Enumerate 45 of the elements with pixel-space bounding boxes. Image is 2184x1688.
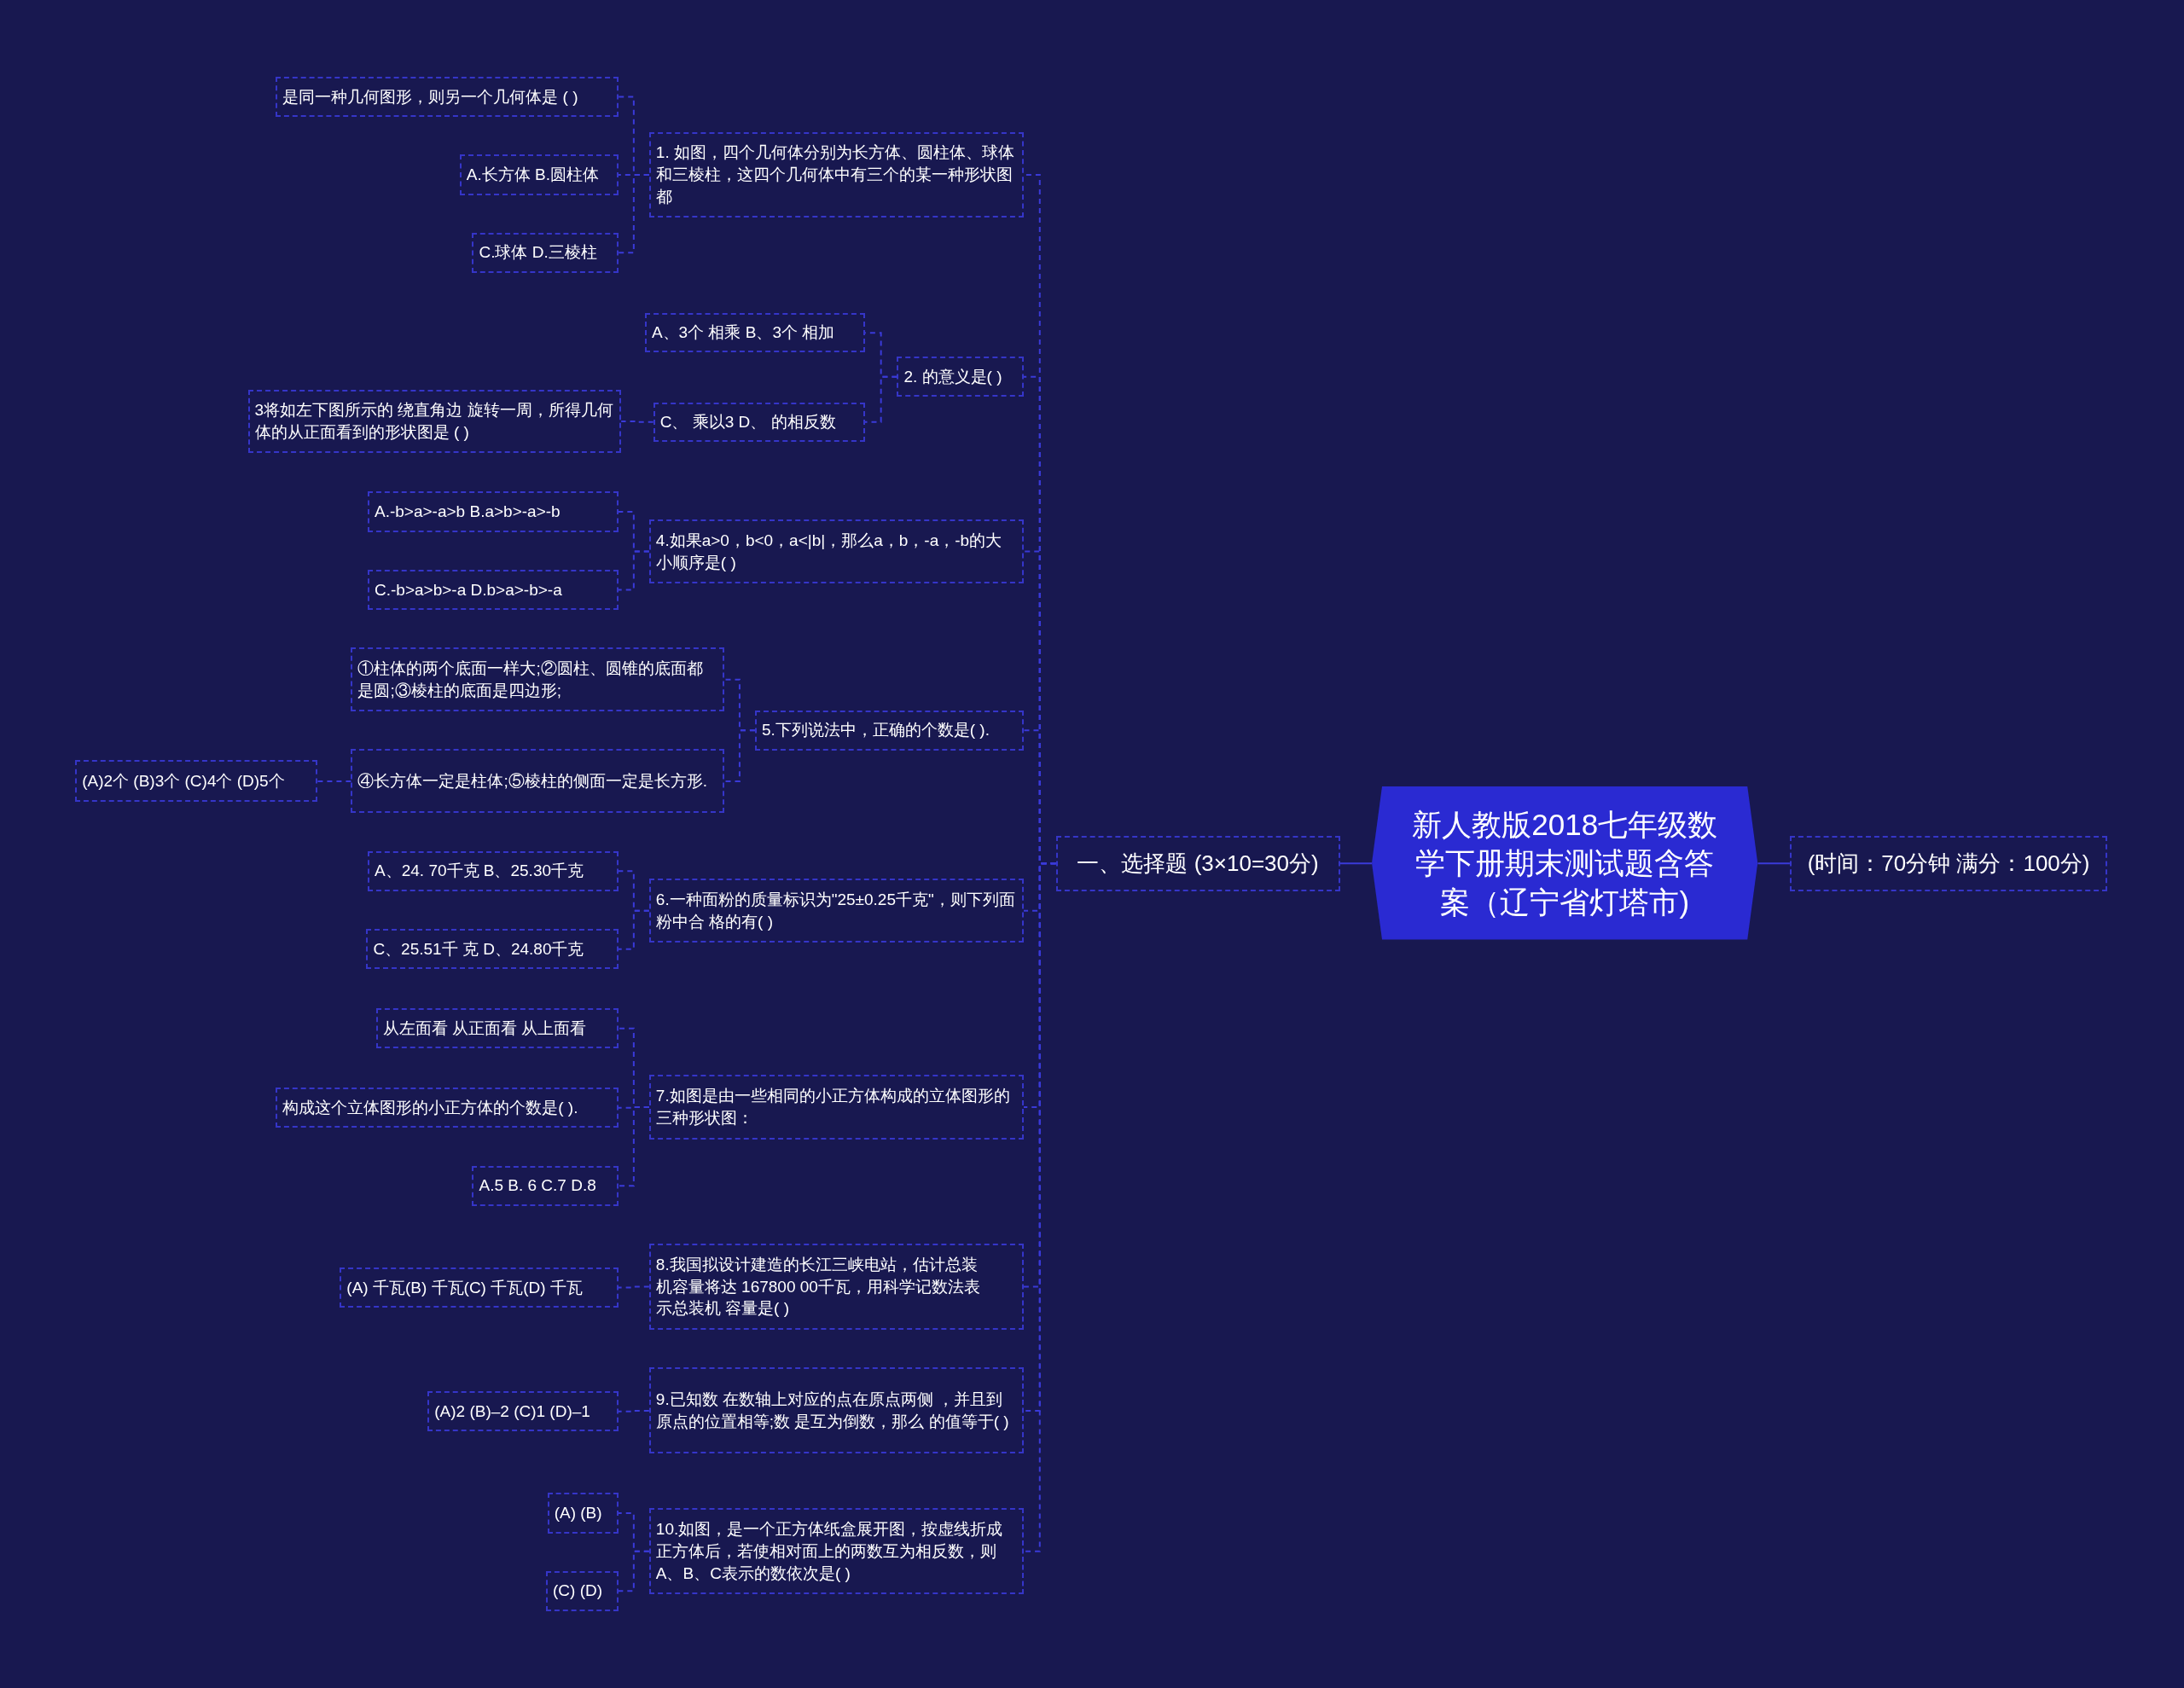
question-box: A.5 B. 6 C.7 D.8	[472, 1165, 619, 1206]
question-box: A.-b>a>-a>b B.a>b>-a>-b	[368, 491, 619, 532]
question-box: A、3个 相乘 B、3个 相加	[644, 313, 865, 353]
connector-line	[863, 375, 898, 423]
question-box: 5.下列说法中，正确的个数是( ).	[754, 710, 1024, 751]
question-box: 9.已知数 在数轴上对应的点在原点两侧 ，并且到原点的位置相等;数 是互为倒数，那么 的值等于( )	[648, 1367, 1024, 1454]
question-box: A、24. 70千克 B、25.30千克	[368, 850, 619, 891]
connector-line	[1023, 862, 1057, 1552]
connector-line	[723, 729, 756, 782]
question-box: C、 乘以3 D、 的相反数	[653, 402, 865, 442]
question-box: 3将如左下图所示的 绕直角边 旋转一周，所得几何体的从正面看到的形状图是 ( )	[247, 390, 622, 453]
connector-line	[617, 1285, 650, 1289]
question-box: 是同一种几何图形，则另一个几何体是 ( )	[276, 76, 619, 118]
question-box: 2. 的意义是( )	[897, 356, 1024, 397]
question-box: 10.如图，是一个正方体纸盒展开图，按虚线折成正方体后，若使相对面上的两数互为相反数，则A、B、C表示的数依次是( )	[648, 1508, 1024, 1595]
connector-line	[317, 780, 352, 782]
question-box: (A)2个 (B)3个 (C)4个 (D)5个	[75, 760, 318, 803]
question-box: ①柱体的两个底面一样大;②圆柱、圆锥的底面都是圆;③棱柱的底面是四边形;	[351, 647, 724, 712]
connector-line	[617, 909, 650, 950]
connector-line	[617, 550, 650, 591]
connector-line	[1339, 862, 1374, 865]
topic-box: 一、选择题 (3×10=30分)	[1055, 835, 1340, 891]
connector-line	[617, 1105, 650, 1187]
question-box: (A)2 (B)–2 (C)1 (D)–1	[427, 1391, 619, 1432]
question-box: 4.如果a>0，b<0，a<|b|，那么a，b，-a，-b的大小顺序是( )	[648, 519, 1024, 584]
connector-line	[1757, 862, 1791, 865]
question-box: 构成这个立体图形的小正方体的个数是( ).	[276, 1088, 619, 1128]
question-box: ④长方体一定是柱体;⑤棱柱的侧面一定是长方形.	[351, 749, 724, 814]
question-box: C.球体 D.三棱柱	[472, 232, 619, 273]
connector-line	[617, 1409, 650, 1412]
question-box: (A) (B)	[547, 1493, 619, 1534]
connector-line	[617, 1550, 650, 1592]
question-box: 8.我国拟设计建造的长江三峡电站，估计总装机容量将达 167800 00千瓦，用科学记数法表示总装机 容量是( )	[648, 1243, 1024, 1331]
question-box: 1. 如图，四个几何体分别为长方体、圆柱体、球体和三棱柱，这四个几何体中有三个的某一种形状图都	[648, 132, 1024, 218]
question-box: A.长方体 B.圆柱体	[459, 154, 619, 195]
connector-line	[617, 173, 650, 254]
question-box: C.-b>a>b>-a D.b>a>-b>-a	[368, 569, 619, 611]
question-box: (A) 千瓦(B) 千瓦(C) 千瓦(D) 千瓦	[340, 1267, 619, 1308]
question-box: 7.如图是由一些相同的小正方体构成的立体图形的三种形状图：	[648, 1075, 1024, 1140]
question-box: (C) (D)	[546, 1570, 619, 1611]
question-box: 从左面看 从正面看 从上面看	[375, 1008, 619, 1049]
question-box: C、25.51千 克 D、24.80千克	[366, 928, 619, 970]
connector-line	[620, 420, 654, 423]
question-box: 6.一种面粉的质量标识为"25±0.25千克"，则下列面粉中合 格的有( )	[648, 879, 1024, 943]
topic-box: (时间：70分钟 满分：100分)	[1789, 835, 2108, 891]
